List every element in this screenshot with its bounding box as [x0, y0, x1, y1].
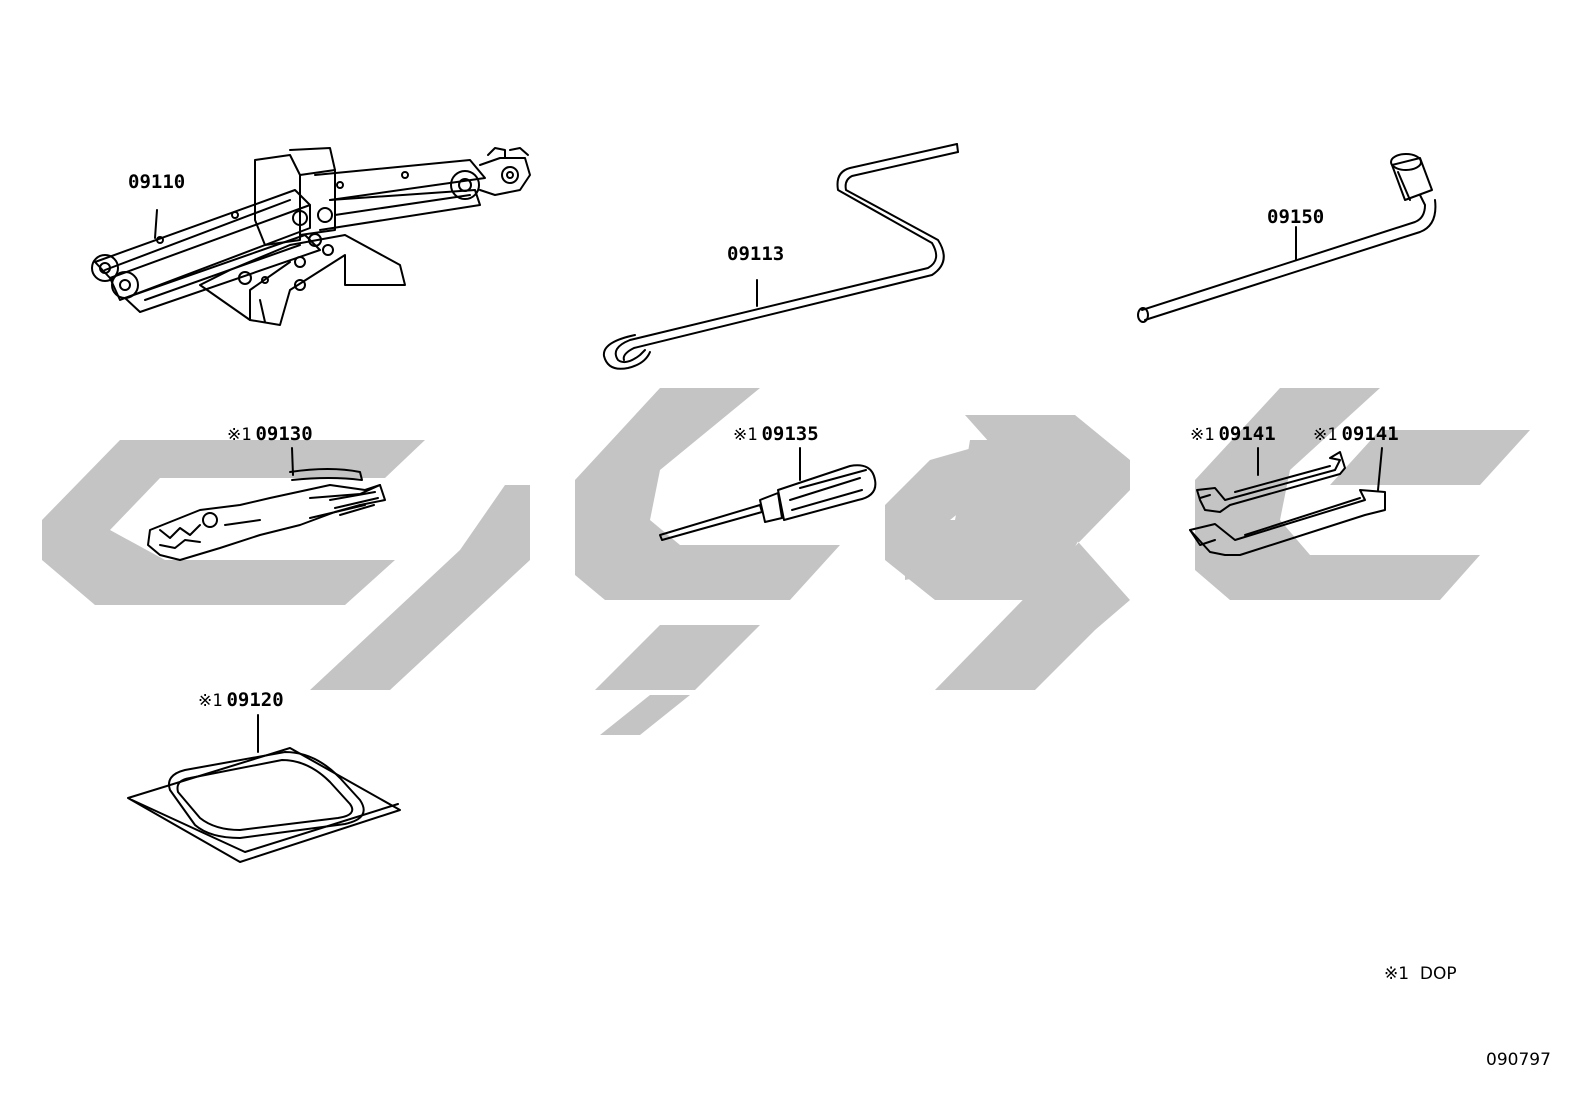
part-label-wheel-wrench: 09150	[1267, 207, 1324, 227]
tool-bag	[127, 714, 401, 863]
dop-mark: ※1	[1190, 425, 1215, 445]
screwdriver	[659, 447, 877, 541]
part-number: 09113	[727, 243, 785, 265]
legend-mark: ※1	[1384, 964, 1410, 984]
pliers	[147, 447, 386, 561]
part-number: 09141	[1341, 423, 1399, 445]
open-end-wrench-a	[1196, 447, 1346, 513]
part-number: 09135	[761, 423, 819, 445]
legend-note: ※1 DOP	[1384, 964, 1457, 984]
dop-mark: ※1	[733, 425, 758, 445]
dop-mark: ※1	[227, 425, 252, 445]
part-number: 09110	[128, 171, 186, 193]
open-end-wrench-b	[1189, 447, 1386, 556]
part-number: 09120	[226, 689, 284, 711]
jack-handle	[602, 143, 959, 370]
dop-mark: ※1	[1313, 425, 1338, 445]
wheel-nut-wrench	[1137, 153, 1437, 323]
part-label-jack-handle: 09113	[727, 244, 784, 264]
watermark-logo	[42, 388, 1530, 735]
scissor-jack	[91, 147, 531, 326]
part-number: 09130	[255, 423, 313, 445]
dop-mark: ※1	[198, 691, 223, 711]
part-number: 09150	[1267, 206, 1325, 228]
legend-text: DOP	[1419, 964, 1457, 984]
figure-code: 090797	[1486, 1050, 1551, 1070]
part-number: 09141	[1218, 423, 1276, 445]
part-label-jack: 09110	[128, 172, 185, 192]
